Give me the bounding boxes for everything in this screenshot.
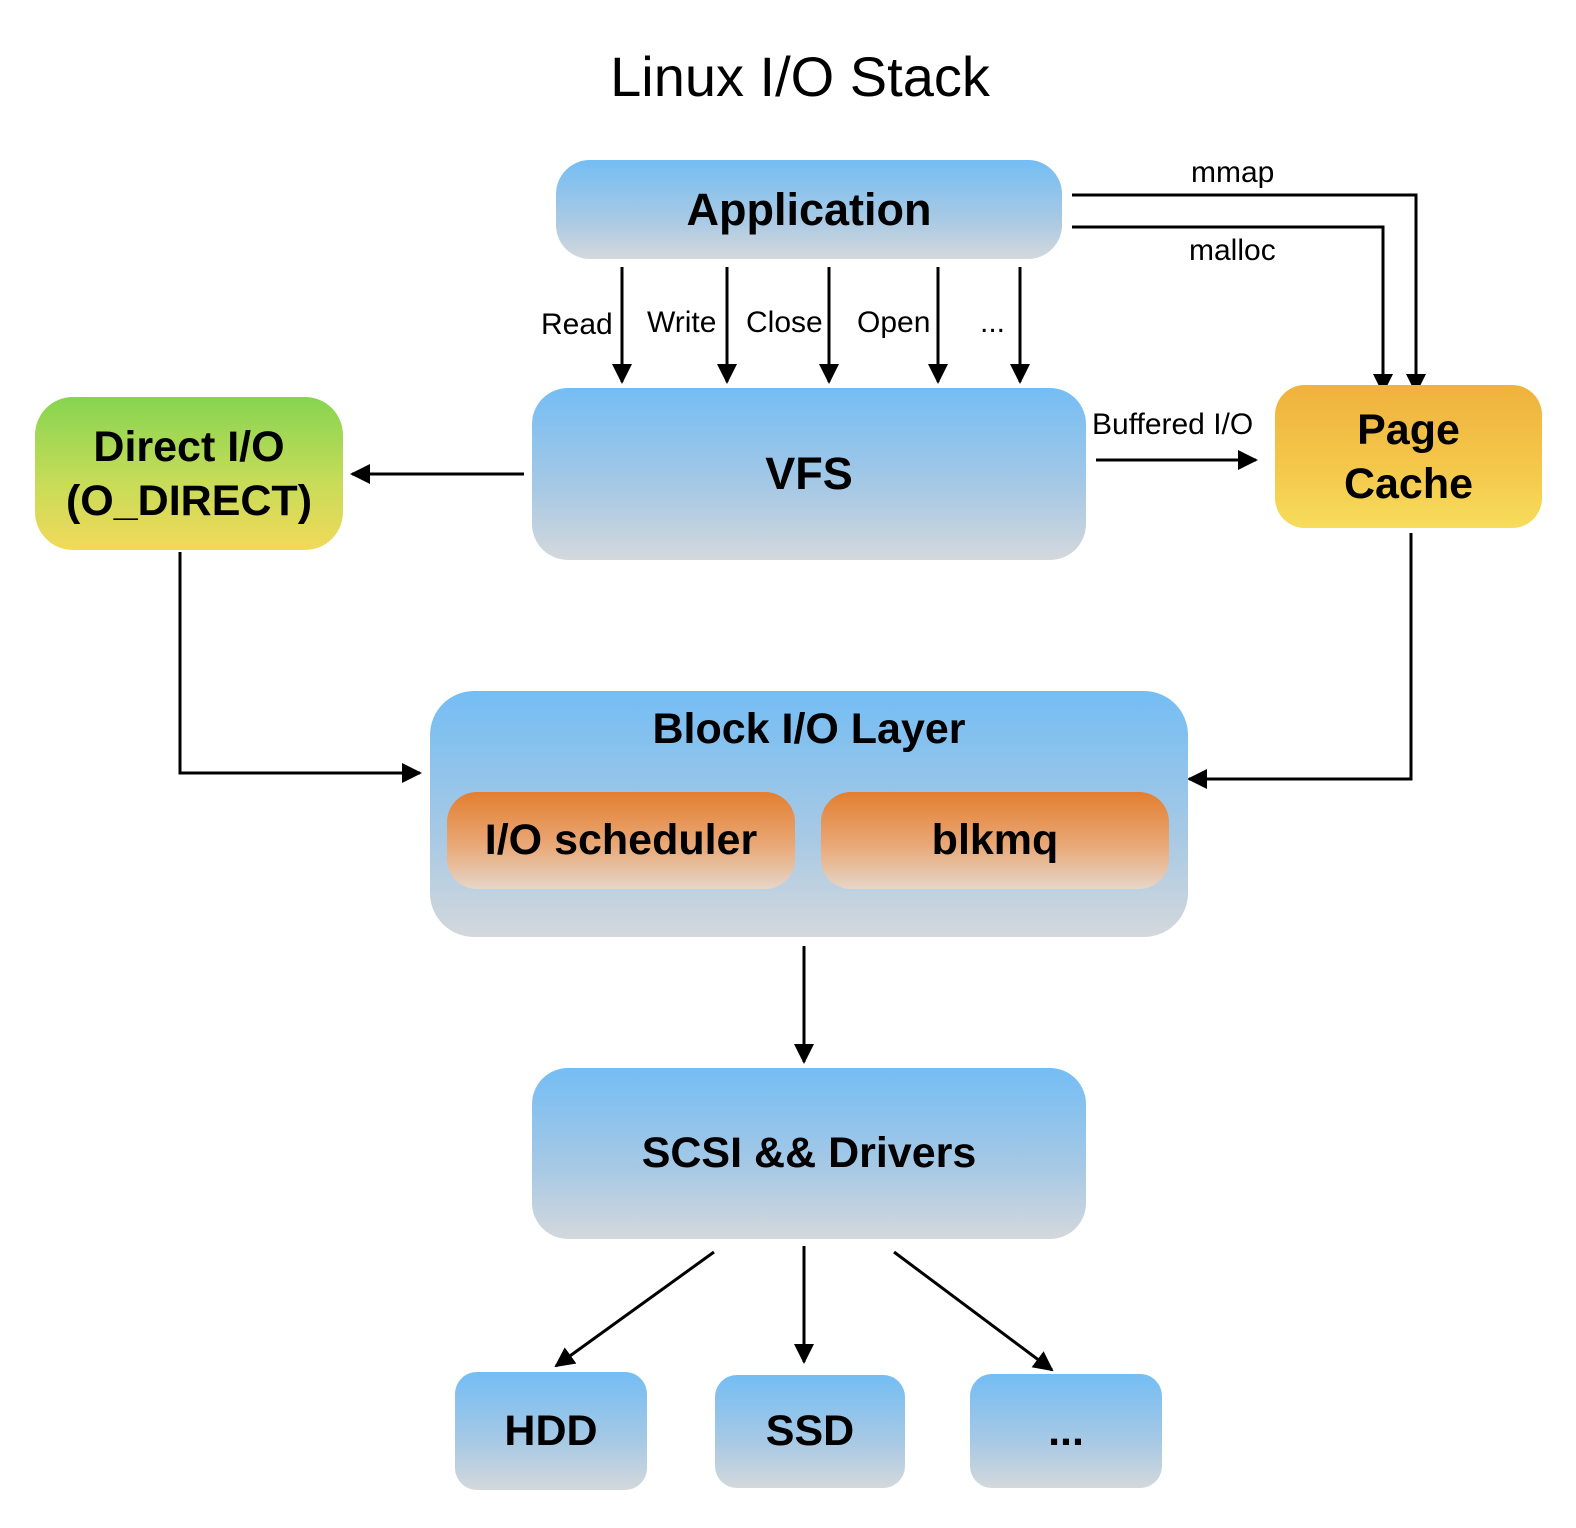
ssd-label: SSD (765, 1407, 855, 1455)
scsi-to-more-arrow (893, 1250, 1054, 1372)
write-label: Write (647, 306, 717, 339)
ssd-box: SSD (715, 1375, 905, 1488)
page-cache-label-line1: Page (1357, 405, 1460, 454)
vfs-box: VFS (532, 388, 1086, 560)
hdd-box: HDD (455, 1372, 647, 1490)
vfs-label: VFS (765, 448, 853, 499)
malloc-arrow (1072, 225, 1393, 394)
more-devices-box: ... (970, 1374, 1162, 1488)
page-cache-label-line2: Cache (1343, 459, 1474, 508)
mmap-arrow (1072, 193, 1426, 394)
direct-io-flag-label: (O_DIRECT) (65, 476, 313, 525)
blkmq-box: blkmq (821, 792, 1169, 889)
scsi-to-hdd-arrow (554, 1250, 715, 1368)
direct-io-to-block-arrow (178, 552, 422, 783)
more-calls-label: ... (980, 306, 1006, 339)
malloc-label: malloc (1189, 234, 1276, 267)
blkmq-label: blkmq (931, 816, 1059, 864)
application-label: Application (686, 183, 932, 235)
hdd-label: HDD (504, 1406, 598, 1455)
close-label: Close (746, 306, 823, 339)
io-scheduler-label: I/O scheduler (484, 816, 758, 864)
buffered-io-label: Buffered I/O (1092, 408, 1254, 441)
page-cache-to-block-arrow (1187, 533, 1413, 789)
application-box: Application (556, 160, 1062, 259)
page-cache-box: Page Cache (1275, 385, 1542, 528)
block-io-layer-label: Block I/O Layer (652, 705, 966, 753)
diagram-title: Linux I/O Stack (610, 45, 990, 108)
scsi-drivers-label: SCSI && Drivers (641, 1129, 977, 1177)
mmap-label: mmap (1191, 156, 1275, 189)
scsi-drivers-box: SCSI && Drivers (532, 1068, 1086, 1239)
direct-io-label: Direct I/O (93, 422, 285, 471)
more-devices-label: ... (1048, 1406, 1084, 1455)
io-scheduler-box: I/O scheduler (447, 792, 795, 889)
open-label: Open (857, 306, 931, 339)
read-label: Read (541, 308, 613, 341)
direct-io-box: Direct I/O (O_DIRECT) (35, 397, 343, 550)
